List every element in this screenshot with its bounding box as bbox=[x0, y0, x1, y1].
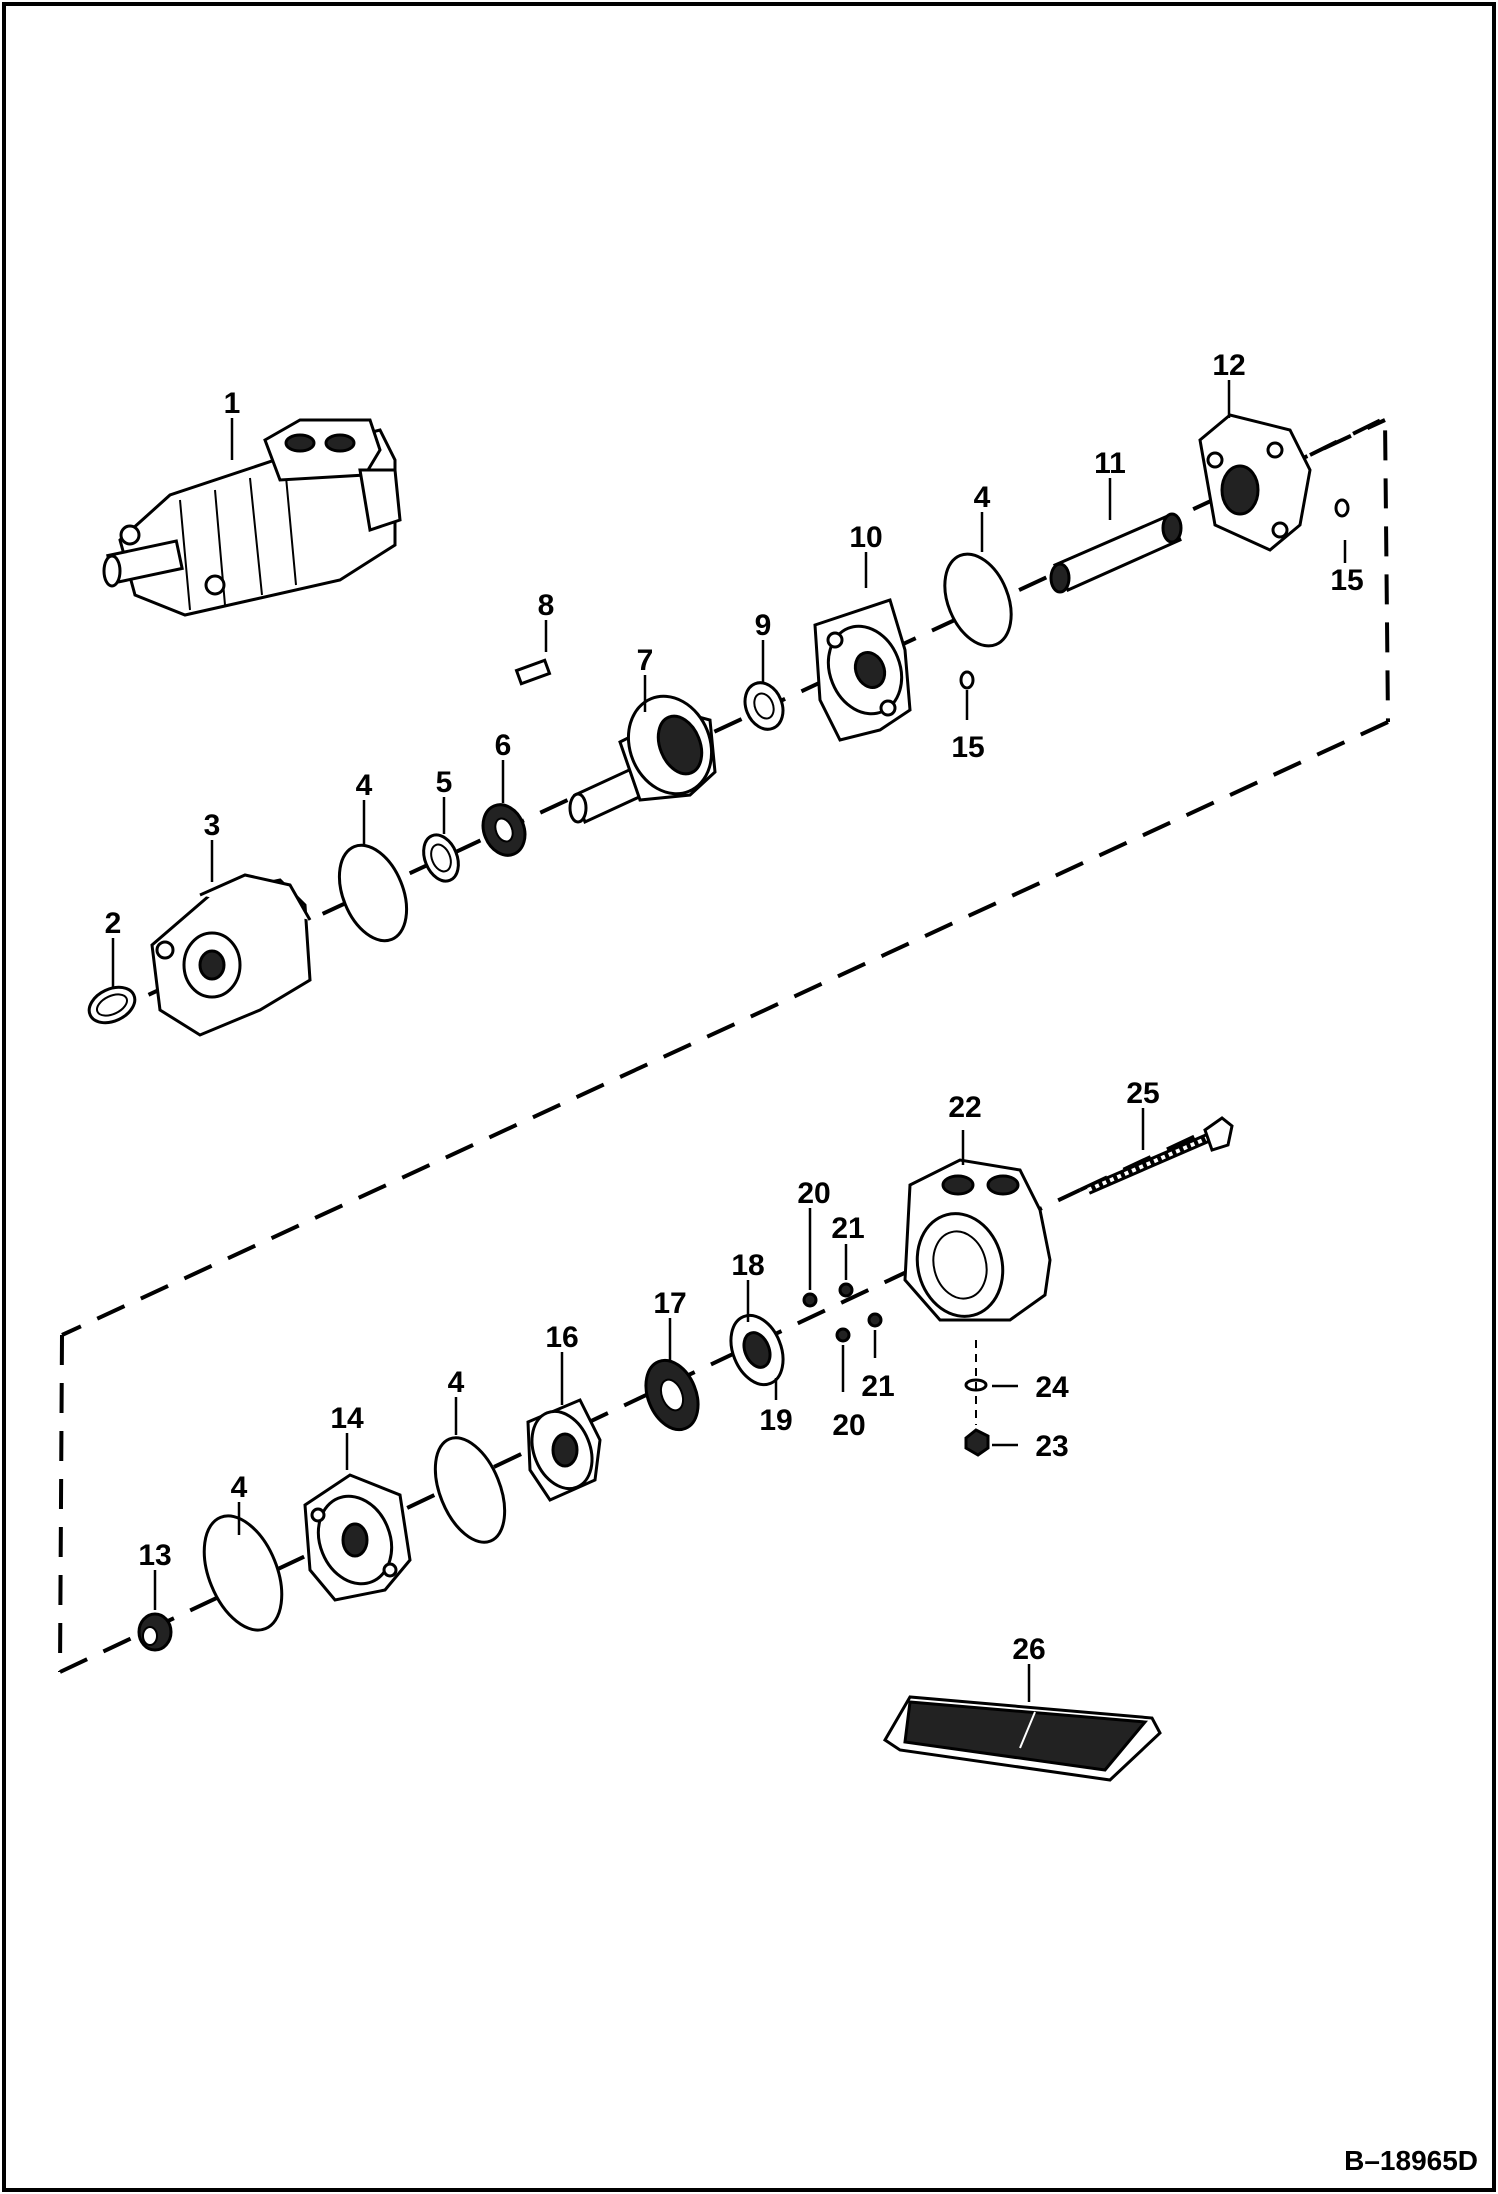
callout-12: 12 bbox=[1212, 349, 1245, 382]
part-20-check-ball-a bbox=[802, 1292, 818, 1308]
part-4-seal-ring-d bbox=[433, 1436, 507, 1544]
part-20-check-ball-b bbox=[835, 1327, 851, 1343]
callout-17: 17 bbox=[653, 1287, 686, 1320]
left-vertical-line bbox=[58, 1334, 64, 1673]
callout-21-a: 21 bbox=[831, 1212, 864, 1245]
part-4-seal-ring-c bbox=[202, 1514, 284, 1632]
callout-10: 10 bbox=[849, 521, 882, 554]
callout-4-a: 4 bbox=[356, 769, 373, 802]
part-3-front-housing bbox=[150, 873, 312, 1037]
callout-6: 6 bbox=[495, 729, 512, 762]
callout-4-b: 4 bbox=[974, 481, 991, 514]
callout-18: 18 bbox=[731, 1249, 764, 1282]
assembly-centerlines bbox=[58, 414, 1390, 1674]
callout-3: 3 bbox=[204, 809, 221, 842]
callout-15-b: 15 bbox=[951, 731, 984, 764]
part-8-key bbox=[514, 658, 552, 686]
part-5-washer bbox=[422, 833, 460, 883]
figure-id: B–18965D bbox=[1344, 2145, 1478, 2176]
part-1-motor-assembly bbox=[102, 418, 402, 617]
part-11-drive-shaft bbox=[1049, 512, 1183, 594]
callout-2: 2 bbox=[105, 907, 122, 940]
part-15-o-ring-b bbox=[959, 670, 975, 690]
callout-21-b: 21 bbox=[861, 1370, 894, 1403]
part-7-output-shaft bbox=[568, 694, 717, 825]
part-21-plug-b bbox=[867, 1312, 883, 1328]
part-6-seal bbox=[481, 803, 527, 857]
part-15-o-ring-a bbox=[1334, 498, 1350, 518]
callout-13: 13 bbox=[138, 1539, 171, 1572]
part-4-seal-ring-a bbox=[337, 843, 409, 943]
callout-19: 19 bbox=[759, 1404, 792, 1437]
callout-24: 24 bbox=[1035, 1371, 1069, 1404]
callout-20-a: 20 bbox=[797, 1177, 830, 1210]
callout-7: 7 bbox=[637, 644, 654, 677]
connector-line bbox=[61, 720, 1389, 1337]
callout-4-d: 4 bbox=[231, 1471, 248, 1504]
callout-22: 22 bbox=[948, 1091, 981, 1124]
part-23-nut bbox=[964, 1428, 990, 1457]
leader-lines bbox=[111, 380, 1347, 1702]
callout-9: 9 bbox=[755, 609, 772, 642]
part-25-bolt bbox=[1086, 1116, 1234, 1195]
callout-1: 1 bbox=[224, 387, 241, 420]
right-return-line bbox=[1309, 414, 1390, 723]
callout-labels: 1 2 3 4 4 4 4 4 5 6 7 8 9 10 11 12 13 14… bbox=[105, 349, 1364, 1666]
part-2-retaining-ring bbox=[87, 985, 137, 1025]
callout-8: 8 bbox=[538, 589, 555, 622]
part-12-wear-plate bbox=[1198, 413, 1312, 552]
callout-14: 14 bbox=[330, 1402, 364, 1435]
callout-23: 23 bbox=[1035, 1430, 1068, 1463]
part-18-thrust-washer bbox=[729, 1313, 785, 1387]
part-21-plug-a bbox=[838, 1282, 854, 1298]
part-26-seal-kit bbox=[882, 1695, 1162, 1782]
part-16-gerotor bbox=[526, 1398, 602, 1502]
callout-5: 5 bbox=[436, 766, 453, 799]
part-4-seal-ring-b bbox=[943, 552, 1013, 648]
callout-26: 26 bbox=[1012, 1633, 1045, 1666]
callout-4-c: 4 bbox=[448, 1366, 465, 1399]
part-22-valve-housing bbox=[903, 1158, 1052, 1322]
callout-16: 16 bbox=[545, 1321, 578, 1354]
callout-25: 25 bbox=[1126, 1077, 1159, 1110]
callout-20-b: 20 bbox=[832, 1409, 865, 1442]
part-10-bearing-plate bbox=[813, 598, 912, 742]
part-17-rotor bbox=[644, 1358, 700, 1432]
callout-15-a: 15 bbox=[1330, 564, 1363, 597]
part-14-end-cap bbox=[303, 1473, 412, 1602]
callout-11: 11 bbox=[1094, 447, 1126, 480]
part-13-plug bbox=[137, 1612, 173, 1652]
part-9-washer bbox=[743, 681, 785, 731]
